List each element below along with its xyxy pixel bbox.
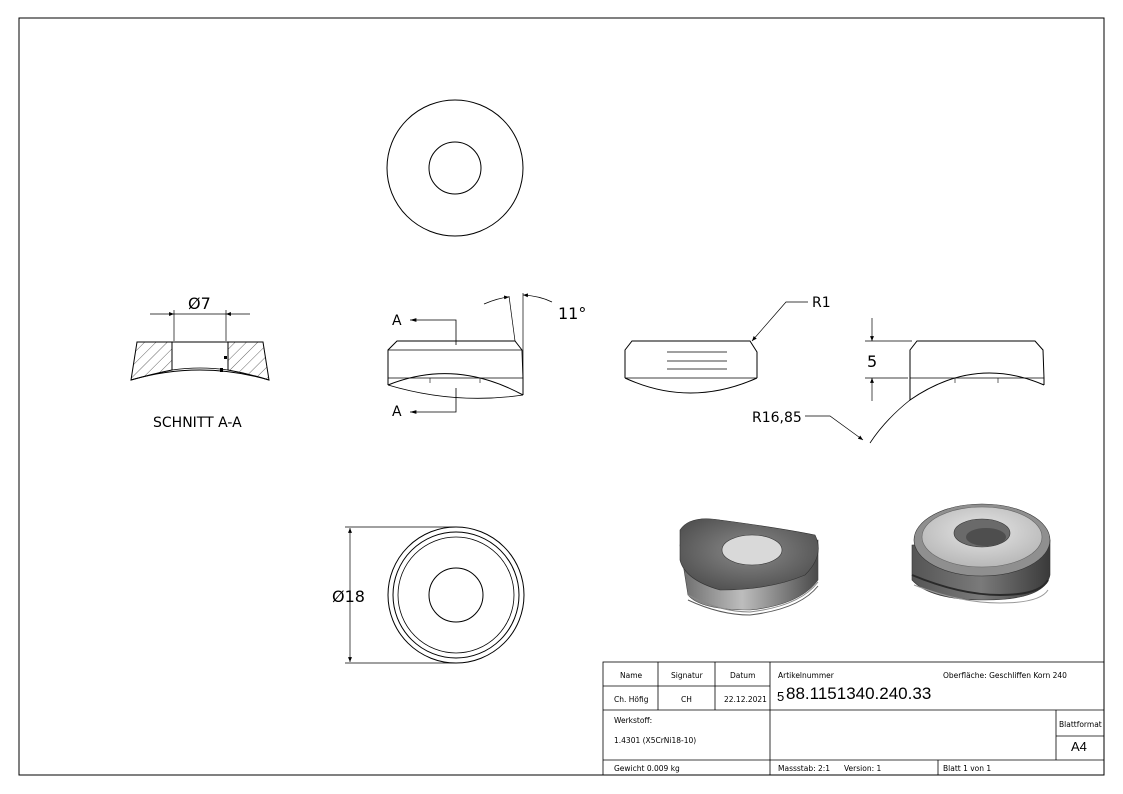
gewicht: Gewicht 0.009 kg	[614, 764, 680, 773]
right-view: 5 R16,85	[752, 318, 1045, 444]
col-signatur-header: Signatur	[671, 671, 703, 680]
blattformat-label: Blattformat	[1059, 720, 1102, 729]
dim-outer-diameter: Ø18	[332, 587, 365, 606]
artikel-number: 88.1151340.240.33	[786, 684, 932, 703]
dim-angle: 11°	[558, 304, 586, 323]
top-view	[386, 99, 524, 237]
artikel-label: Artikelnummer	[778, 671, 834, 680]
blattformat-value: A4	[1071, 739, 1087, 754]
iso-view-top	[911, 503, 1051, 604]
dim-edge-radius: R1	[812, 295, 831, 311]
werkstoff-value: 1.4301 (X5CrNi18-10)	[614, 736, 697, 745]
col-datum-header: Datum	[730, 671, 756, 680]
name-value: Ch. Höfig	[614, 695, 649, 704]
datum-value: 22.12.2021	[724, 695, 767, 704]
title-block	[602, 661, 1105, 776]
front-view: A A 11°	[387, 293, 586, 420]
werkstoff-label: Werkstoff:	[614, 716, 653, 725]
dim-height: 5	[867, 352, 877, 371]
dim-seat-radius: R16,85	[752, 410, 802, 426]
col-name-header: Name	[620, 671, 643, 680]
section-letter-bottom: A	[392, 404, 402, 420]
artikel-prefix: 5	[777, 689, 785, 704]
signatur-value: CH	[681, 695, 692, 704]
version: Version: 1	[844, 764, 882, 773]
section-caption: SCHNITT A-A	[153, 415, 242, 431]
iso-view-bottom	[679, 518, 819, 616]
bottom-view: Ø18	[332, 526, 525, 664]
side-view: R1	[624, 295, 831, 394]
sheet-frame	[18, 17, 1105, 776]
blatt: Blatt 1 von 1	[943, 764, 992, 773]
section-view: Ø7 SCHNITT A-A	[130, 294, 270, 431]
dim-hole-diameter: Ø7	[188, 294, 211, 313]
section-letter-top: A	[392, 313, 402, 329]
massstab: Massstab: 2:1	[778, 764, 831, 773]
oberflaeche: Oberfläche: Geschliffen Korn 240	[943, 671, 1067, 680]
